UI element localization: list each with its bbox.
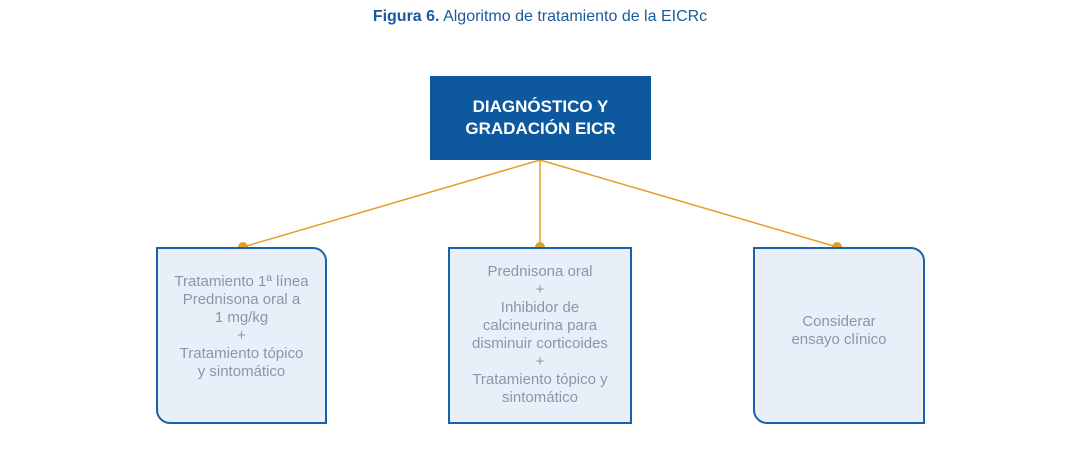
connector-left [242, 159, 541, 248]
branch-node-combination-text: Prednisona oral + Inhibidor de calcineur… [472, 263, 608, 406]
branch-node-clinical-trial-text: Considerar ensayo clínico [791, 312, 887, 348]
branch-node-first-line-text: Tratamiento 1ª línea Prednisona oral a 1… [174, 272, 309, 380]
figure-title: Algoritmo de tratamiento de la EICRc [443, 8, 708, 25]
root-node-diagnosis: DIAGNÓSTICO Y GRADACIÓN EICR [430, 76, 651, 160]
root-node-label: DIAGNÓSTICO Y GRADACIÓN EICR [465, 97, 616, 138]
connector-right [539, 159, 838, 248]
figure-caption: Figura 6. Algoritmo de tratamiento de la… [0, 8, 1080, 26]
branch-node-combination: Prednisona oral + Inhibidor de calcineur… [448, 247, 632, 424]
branch-node-first-line: Tratamiento 1ª línea Prednisona oral a 1… [156, 247, 327, 424]
figure-label: Figura 6. [372, 8, 440, 25]
branch-node-clinical-trial: Considerar ensayo clínico [753, 247, 925, 424]
